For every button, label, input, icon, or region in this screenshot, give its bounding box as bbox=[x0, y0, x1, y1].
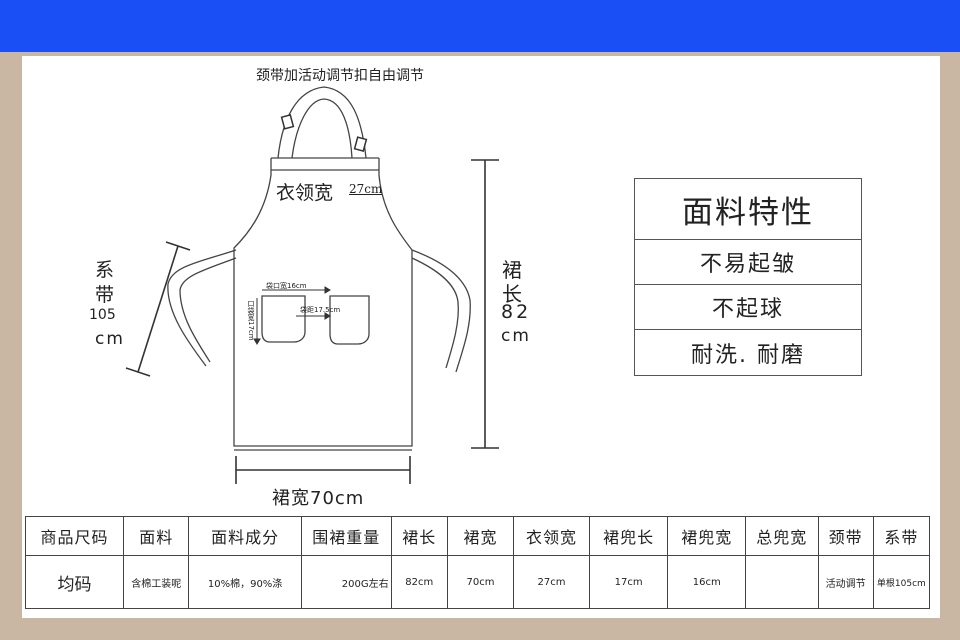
tie-length-unit: cm bbox=[95, 329, 125, 349]
pocket-opening-label: 袋口宽16cm bbox=[266, 282, 307, 290]
spec-header: 面料成分 bbox=[188, 516, 302, 556]
spec-value: 200G左右 bbox=[300, 555, 392, 609]
fabric-feature-item: 不起球 bbox=[635, 284, 861, 329]
apron-body bbox=[233, 158, 413, 447]
spec-header: 颈带 bbox=[817, 516, 874, 556]
fabric-feature-item: 不易起皱 bbox=[635, 239, 861, 284]
spec-header: 衣领宽 bbox=[513, 516, 590, 556]
tie-length-value: 105 bbox=[89, 307, 116, 323]
spec-table: 商品尺码 面料 面料成分 围裙重量 裙长 裙宽 衣领宽 裙兜长 裙兜宽 总兜宽 … bbox=[24, 516, 931, 609]
spec-header: 系带 bbox=[872, 516, 931, 556]
pocket-depth-label: 口袋宽17cm bbox=[247, 300, 255, 341]
spec-value: 单根105cm bbox=[872, 555, 931, 609]
spec-header: 商品尺码 bbox=[24, 516, 125, 556]
length-unit: cm bbox=[501, 326, 531, 346]
spec-value: 17cm bbox=[588, 555, 669, 609]
spec-header: 裙兜宽 bbox=[667, 516, 747, 556]
spec-header: 围裙重量 bbox=[300, 516, 392, 556]
spec-value: 活动调节 bbox=[817, 555, 874, 609]
spec-header: 总兜宽 bbox=[745, 516, 819, 556]
width-label: 裙宽70cm bbox=[272, 488, 365, 509]
spec-header: 裙长 bbox=[390, 516, 448, 556]
length-label-char1: 裙 bbox=[502, 258, 522, 282]
spec-value bbox=[745, 555, 819, 609]
spec-value: 27cm bbox=[513, 555, 590, 609]
spec-header: 裙宽 bbox=[446, 516, 515, 556]
neck-strap-label: 颈带加活动调节扣自由调节 bbox=[256, 68, 424, 84]
spec-header: 面料 bbox=[123, 516, 190, 556]
neck-buckle-left bbox=[280, 113, 295, 130]
length-label-char2: 长 bbox=[502, 282, 522, 306]
spec-value: 10%棉，90%涤 bbox=[188, 555, 302, 609]
spec-value: 均码 bbox=[24, 555, 125, 609]
tie-label-char1: 系 bbox=[95, 259, 115, 281]
spec-header: 裙兜长 bbox=[588, 516, 669, 556]
fabric-features-title: 面料特性 bbox=[682, 194, 814, 231]
fabric-feature-item: 耐洗. 耐磨 bbox=[635, 329, 861, 375]
tie-label-char2: 带 bbox=[95, 284, 115, 306]
pocket-left bbox=[261, 295, 306, 343]
collar-width-value: 27cm bbox=[349, 182, 383, 196]
pocket-right bbox=[329, 295, 370, 345]
waist-tie-right bbox=[411, 249, 471, 373]
spec-value: 含棉工装呢 bbox=[123, 555, 190, 609]
spec-value: 70cm bbox=[446, 555, 515, 609]
collar-width-label: 衣领宽 bbox=[276, 182, 334, 204]
neck-buckle-right bbox=[353, 136, 368, 153]
pocket-gap-label: 袋距17.5cm bbox=[300, 306, 341, 314]
spec-value-row: 均码 含棉工装呢 10%棉，90%涤 200G左右 82cm 70cm 27cm… bbox=[24, 555, 931, 609]
waist-tie-left bbox=[167, 249, 237, 367]
spec-value: 82cm bbox=[390, 555, 448, 609]
spec-header-row: 商品尺码 面料 面料成分 围裙重量 裙长 裙宽 衣领宽 裙兜长 裙兜宽 总兜宽 … bbox=[24, 516, 931, 556]
top-banner bbox=[0, 0, 960, 52]
fabric-features-box: 面料特性 不易起皱 不起球 耐洗. 耐磨 bbox=[634, 178, 862, 376]
spec-value: 16cm bbox=[667, 555, 747, 609]
length-value: 82 bbox=[501, 301, 532, 323]
